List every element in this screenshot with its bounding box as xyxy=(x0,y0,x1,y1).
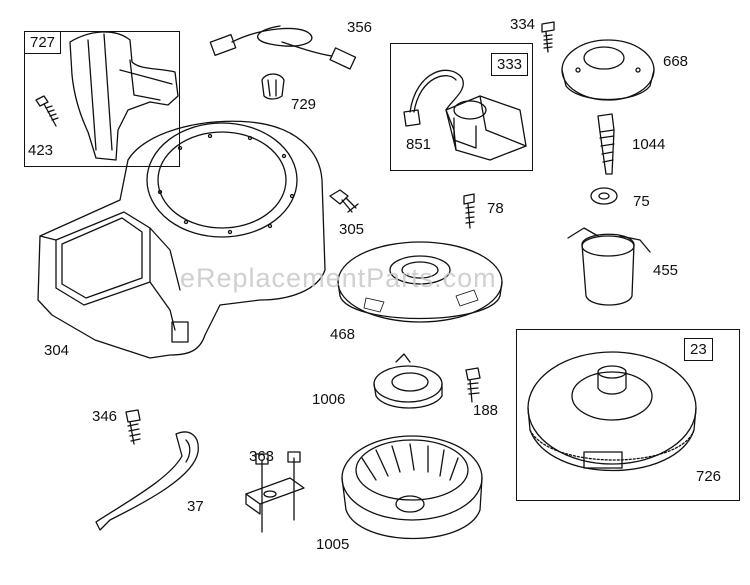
part-label-727[interactable]: 727 xyxy=(24,31,62,54)
clutch-housing-455-drawing xyxy=(567,227,651,306)
part-label-23[interactable]: 23 xyxy=(684,338,713,361)
bracket-363-drawing xyxy=(245,451,305,533)
watermark: eReplacementParts.com xyxy=(180,263,497,293)
air-vane-37-drawing xyxy=(95,431,199,531)
starter-cup-1006-drawing xyxy=(373,353,443,409)
part-label-75[interactable]: 75 xyxy=(633,193,650,210)
grommet-729-drawing xyxy=(261,73,285,100)
fan-1005-drawing xyxy=(341,435,483,540)
screw-346-drawing xyxy=(125,409,141,445)
part-label-729[interactable]: 729 xyxy=(291,96,317,113)
part-label-356[interactable]: 356 xyxy=(347,19,373,36)
part-label-1044[interactable]: 1044 xyxy=(632,136,666,153)
flange-668-drawing xyxy=(561,39,655,101)
part-label-455[interactable]: 455 xyxy=(653,262,679,279)
kit-frame-727 xyxy=(24,31,180,167)
part-label-1006[interactable]: 1006 xyxy=(312,391,346,408)
part-label-78[interactable]: 78 xyxy=(487,200,504,217)
part-label-37[interactable]: 37 xyxy=(187,498,204,515)
screw-78-drawing xyxy=(463,193,475,229)
washer-75-drawing xyxy=(590,187,618,205)
screw-334-drawing xyxy=(541,21,555,53)
part-label-468[interactable]: 468 xyxy=(330,326,356,343)
air-guide-727-drawing xyxy=(69,31,179,161)
flywheel-726-drawing xyxy=(527,351,697,472)
stud-1044-drawing xyxy=(597,113,615,175)
part-label-1005[interactable]: 1005 xyxy=(316,536,350,553)
blower-housing-304-drawing xyxy=(37,120,326,359)
armature-333-drawing xyxy=(403,69,527,161)
spark-plug-wire-356-drawing xyxy=(209,25,357,70)
part-label-423[interactable]: 423 xyxy=(28,142,54,159)
screw-423-drawing xyxy=(35,95,59,127)
part-label-363[interactable]: 363 xyxy=(249,448,275,465)
part-label-726[interactable]: 726 xyxy=(696,468,722,485)
screw-188-drawing xyxy=(465,367,481,403)
part-label-305[interactable]: 305 xyxy=(339,221,365,238)
part-label-334[interactable]: 334 xyxy=(510,16,536,33)
part-label-851[interactable]: 851 xyxy=(406,136,432,153)
part-label-668[interactable]: 668 xyxy=(663,53,689,70)
rotating-screen-468-drawing xyxy=(337,241,503,323)
part-label-333[interactable]: 333 xyxy=(491,53,529,76)
part-label-304[interactable]: 304 xyxy=(44,342,70,359)
part-label-346[interactable]: 346 xyxy=(92,408,118,425)
part-label-188[interactable]: 188 xyxy=(473,402,499,419)
kit-frame-333 xyxy=(390,43,533,171)
screw-305-drawing xyxy=(329,189,359,213)
kit-frame-23 xyxy=(516,329,740,501)
